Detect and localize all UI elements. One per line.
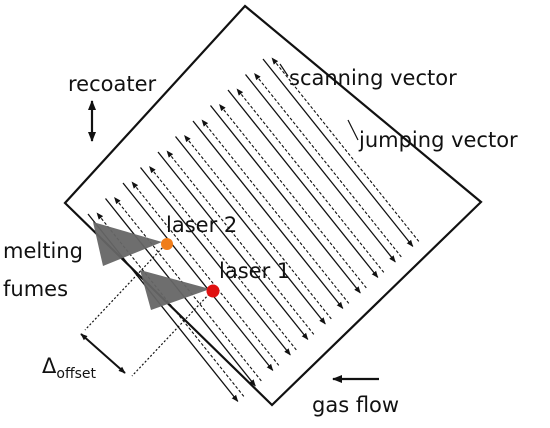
jumping-vector-line [131, 181, 280, 366]
jumping-vector-line [271, 57, 420, 242]
jumping-vector-leader [347, 119, 359, 141]
offset-subscript: offset [56, 366, 96, 382]
scanning-vector-leader [279, 63, 289, 77]
offset-label: Δoffset [42, 354, 96, 382]
scanning-vector-line [209, 105, 361, 294]
scanning-vector-line [244, 74, 396, 263]
offset-delta-symbol: Δ [42, 354, 57, 378]
build-plate [63, 4, 483, 407]
fumes-label: fumes [3, 277, 69, 301]
jumping-vector-line [254, 72, 402, 258]
laser-2-spot [161, 238, 173, 250]
jumping-vector-line [219, 103, 367, 289]
scanning-vector-line [262, 58, 414, 247]
jumping-vector-line [149, 165, 297, 351]
jumping-vector-label: jumping vector [359, 128, 518, 152]
offset-guide-line-laser-1 [131, 290, 213, 377]
scanning-vector-label: scanning vector [289, 66, 457, 90]
scanning-vector-line [227, 89, 379, 278]
fume-plume-laser-1 [140, 270, 210, 310]
offset-guide-line-laser-2 [84, 244, 166, 331]
scanning-vector-line [174, 136, 326, 325]
offset-dimension-arrow [80, 333, 126, 374]
laser-1-label: laser 1 [219, 259, 291, 283]
scan-vectors [87, 57, 420, 402]
fume-plume-laser-2 [93, 222, 162, 266]
scanning-vector-line [139, 167, 291, 356]
scanning-vector-line [192, 120, 344, 309]
scanning-vector-line [157, 151, 309, 340]
laser-1-spot [206, 284, 220, 298]
melting-label: melting [3, 239, 83, 263]
jumping-vector-line [201, 119, 350, 304]
jumping-vector-line [166, 150, 315, 335]
jumping-vector-line [184, 134, 332, 320]
laser-2-label: laser 2 [166, 213, 238, 237]
gas-flow-label: gas flow [312, 393, 400, 417]
scanning-vector-line [122, 182, 274, 371]
recoater-label: recoater [68, 72, 157, 96]
jumping-vector-line [236, 88, 385, 273]
